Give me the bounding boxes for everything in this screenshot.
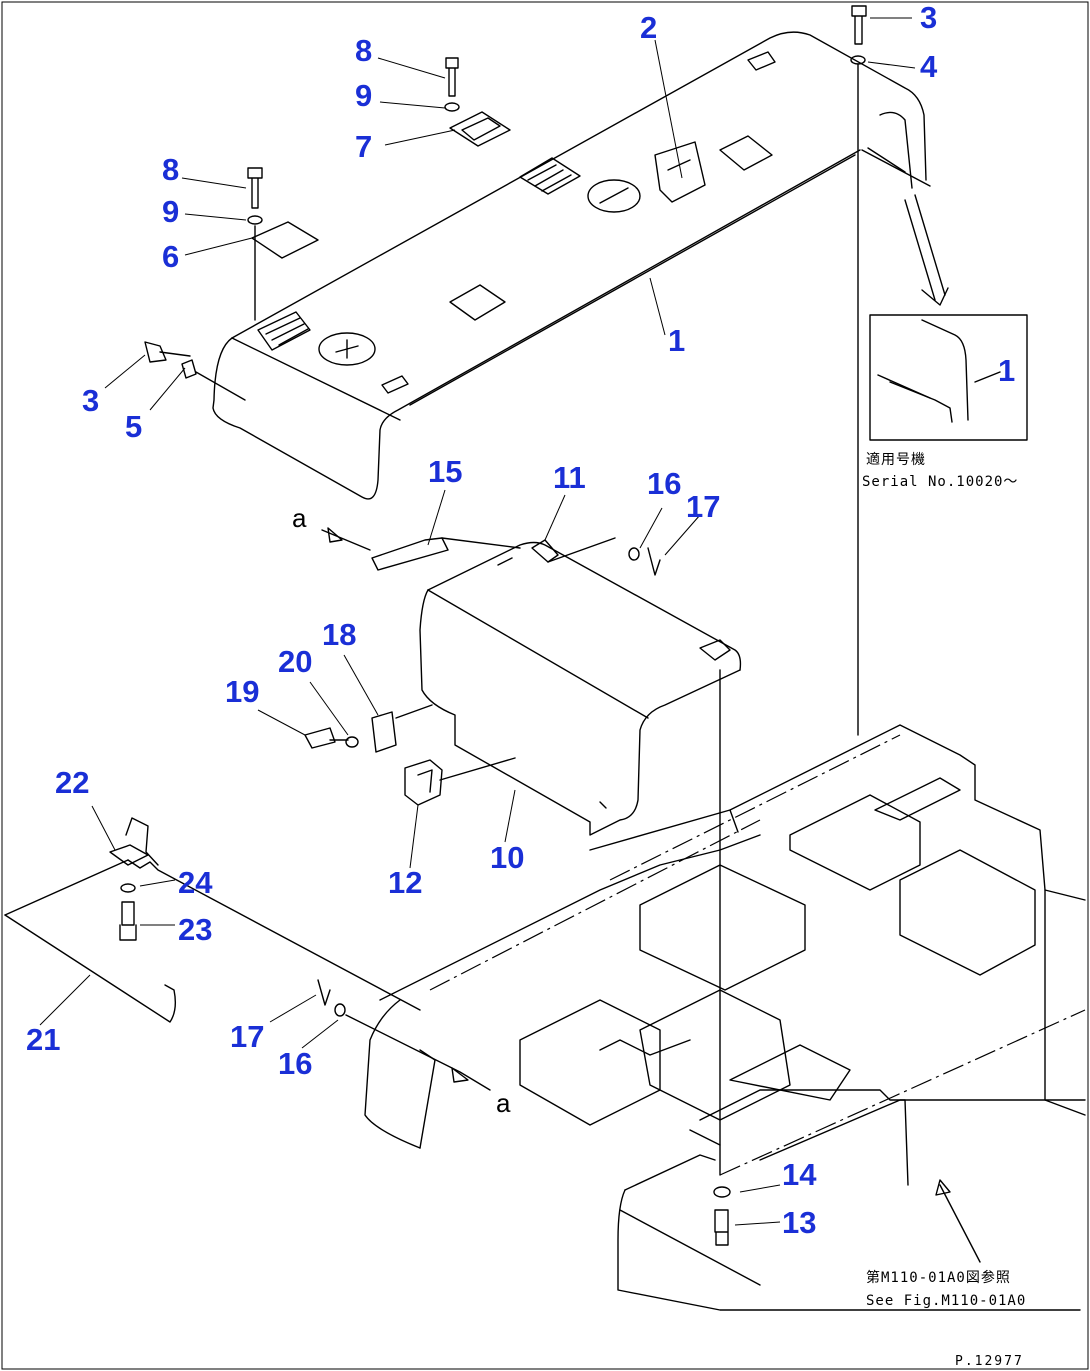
callout-labels: 1 2 3 4 8 9 7 8 9 6 3 5 1 15 11 16 17 18… xyxy=(26,0,1026,1369)
guide-line-a xyxy=(345,1014,491,1091)
inset-detail xyxy=(869,194,1028,441)
clip-part-12 xyxy=(404,759,443,806)
lock-parts-18-20 xyxy=(304,704,433,753)
callout-8-top: 8 xyxy=(355,33,372,68)
washer-part-16-bottom xyxy=(334,1003,346,1017)
callout-24: 24 xyxy=(178,865,213,900)
bracket-part-11 xyxy=(531,539,559,563)
bolt-part-13 xyxy=(714,1209,729,1246)
callout-9-left: 9 xyxy=(162,194,179,229)
cover-part-21 xyxy=(4,817,421,1023)
inset-note-jp: 適用号機 xyxy=(866,451,926,468)
washer-part-16-top xyxy=(628,547,640,561)
dash-2 xyxy=(429,819,761,991)
callout-8-left: 8 xyxy=(162,152,179,187)
ref-a-bottom: a xyxy=(496,1088,511,1118)
callout-15: 15 xyxy=(428,454,462,489)
callout-18: 18 xyxy=(322,617,356,652)
pin-part-17-bottom xyxy=(317,979,331,1006)
box-part-10 xyxy=(419,541,742,836)
drawing-code: P.12977 xyxy=(955,1354,1024,1369)
bolt-parts xyxy=(144,5,867,401)
callout-17-top: 17 xyxy=(686,489,720,524)
callout-9-top: 9 xyxy=(355,78,372,113)
callout-21: 21 xyxy=(26,1022,60,1057)
callout-7: 7 xyxy=(355,129,372,164)
dash-1 xyxy=(609,734,901,881)
callout-2: 2 xyxy=(640,10,657,45)
callout-10: 10 xyxy=(490,840,524,875)
callout-16-top: 16 xyxy=(647,466,681,501)
callout-6: 6 xyxy=(162,239,179,274)
see-note-jp: 第M110-01A0図参照 xyxy=(866,1269,1011,1286)
callout-22: 22 xyxy=(55,765,89,800)
callout-17-bottom: 17 xyxy=(230,1019,264,1054)
callout-3-top: 3 xyxy=(920,0,937,35)
callout-12: 12 xyxy=(388,865,422,900)
callout-16-bottom: 16 xyxy=(278,1046,312,1081)
arrow-a-bottom xyxy=(451,1067,469,1083)
callout-5: 5 xyxy=(125,409,142,444)
washer-part-14 xyxy=(713,1186,731,1198)
callout-14: 14 xyxy=(782,1157,817,1192)
callout-13: 13 xyxy=(782,1205,816,1240)
inset-note-serial: Serial No.10020～ xyxy=(862,474,1018,490)
plate-part-6 xyxy=(251,221,319,259)
stay-part-15 xyxy=(321,527,521,571)
callout-23: 23 xyxy=(178,912,212,947)
dash-3 xyxy=(719,1009,1086,1176)
callout-20: 20 xyxy=(278,644,312,679)
pin-part-17-top xyxy=(647,547,661,576)
callout-1: 1 xyxy=(668,323,685,358)
base-frame xyxy=(364,724,1086,1311)
plate-part-7 xyxy=(449,111,511,147)
callout-19: 19 xyxy=(225,674,259,709)
callout-1-inset: 1 xyxy=(998,353,1015,388)
callout-11: 11 xyxy=(553,460,586,495)
ref-a-top: a xyxy=(292,503,307,533)
leader-11 xyxy=(547,537,616,563)
leader-12 xyxy=(439,757,516,781)
callout-3-left: 3 xyxy=(82,383,99,418)
see-note-fig: See Fig.M110-01A0 xyxy=(866,1293,1026,1309)
callout-4: 4 xyxy=(920,49,938,84)
top-cover-part xyxy=(212,31,931,500)
leader-lines xyxy=(39,17,916,1226)
